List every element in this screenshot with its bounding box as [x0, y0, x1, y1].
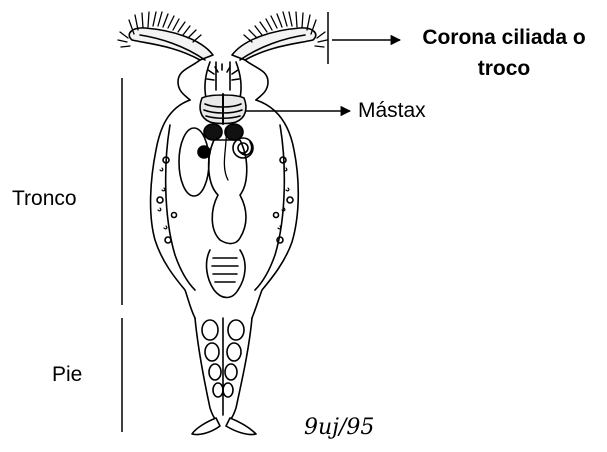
label-corona-line2: troco	[409, 56, 599, 82]
corona-lobes	[129, 28, 316, 60]
artist-signature: 9uj/95	[304, 416, 374, 440]
foot	[195, 318, 252, 420]
label-tronco: Tronco	[12, 186, 77, 212]
corona-bracket	[328, 12, 400, 64]
rotifer-illustration	[118, 12, 327, 435]
label-corona-line1: Corona ciliada o	[409, 25, 599, 51]
toes	[192, 418, 256, 435]
ovary	[179, 128, 210, 196]
label-pie: Pie	[52, 362, 82, 388]
intestine	[207, 250, 246, 298]
mastax-organ	[200, 94, 246, 140]
stomach	[209, 128, 253, 244]
label-mastax: Mástax	[358, 98, 426, 124]
